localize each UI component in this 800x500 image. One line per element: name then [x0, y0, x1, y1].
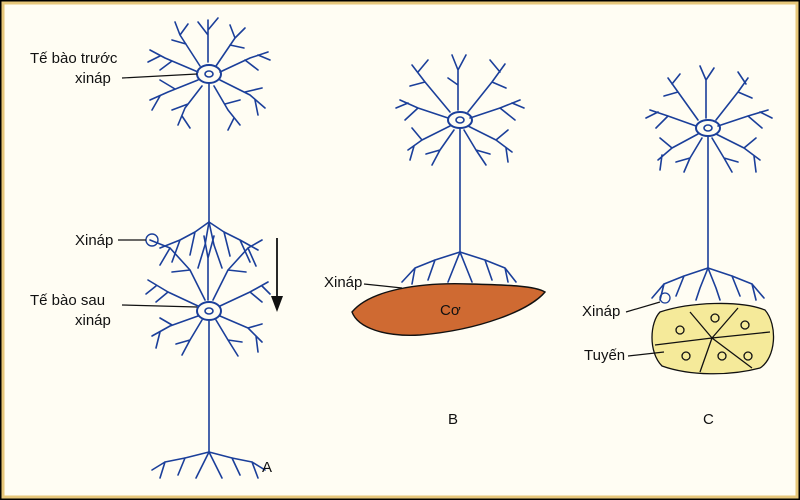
label-synapse-c: Xináp: [582, 303, 620, 320]
neuron-c: [645, 65, 773, 304]
label-postsynaptic-line1: Tế bào sau: [30, 292, 105, 309]
muscle-shape: [351, 283, 547, 336]
panel-c: [645, 65, 775, 375]
pointer-synapse-c: [625, 301, 661, 313]
panel-a-labels: Tế bào trước xináp Xináp Tế bào sau xiná…: [30, 50, 272, 476]
pointer-synapse-b: [363, 283, 403, 289]
pointer-postsynaptic: [121, 304, 198, 308]
label-presynaptic-line1: Tế bào trước: [30, 50, 118, 67]
presynaptic-neuron: [147, 17, 271, 269]
signal-direction-arrow-icon: [271, 238, 283, 312]
pointer-gland: [627, 351, 665, 357]
postsynaptic-neuron: [145, 235, 271, 479]
panel-letter-c: C: [703, 411, 714, 428]
label-gland: Tuyến: [584, 347, 625, 364]
panel-a: [145, 17, 271, 479]
panel-letter-b: B: [448, 411, 458, 428]
panel-letter-a: A: [262, 459, 272, 476]
panel-c-labels: Xináp Tuyến C: [582, 301, 714, 428]
pointer-presynaptic: [121, 73, 198, 79]
panel-b: [351, 54, 547, 336]
label-synapse-b: Xináp: [324, 274, 362, 291]
label-presynaptic-line2: xináp: [75, 70, 111, 87]
label-postsynaptic-line2: xináp: [75, 312, 111, 329]
gland-shape: [651, 302, 775, 375]
label-synapse-a: Xináp: [75, 232, 113, 249]
label-muscle: Cơ: [440, 302, 461, 319]
motor-neuron-b: [395, 54, 525, 285]
panel-b-labels: Xináp Cơ B: [324, 274, 461, 428]
